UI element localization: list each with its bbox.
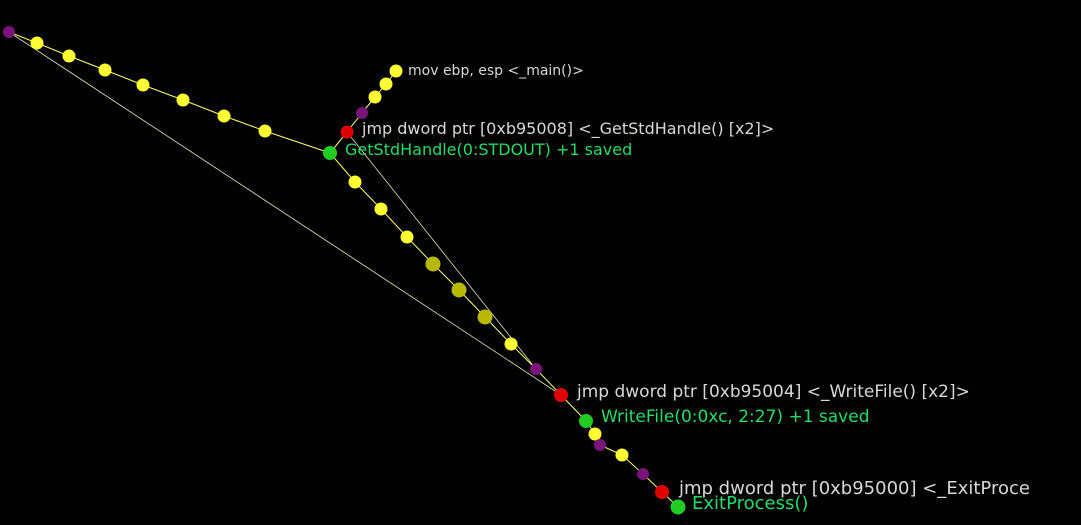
label-jmp-getstdhandle[interactable]: jmp dword ptr [0xb95008] <_GetStdHandle(… (361, 119, 774, 139)
edge-chain (182, 99, 225, 117)
instruction-node-dim[interactable] (477, 309, 493, 325)
api-node-exitprocess[interactable] (670, 499, 686, 515)
instruction-node[interactable] (62, 49, 76, 63)
instruction-node-dim[interactable] (451, 282, 467, 298)
branch-node[interactable] (637, 468, 649, 480)
label-jmp-writefile[interactable]: jmp dword ptr [0xb95004] <_WriteFile() [… (576, 382, 970, 402)
edge-chain (142, 84, 184, 101)
instruction-node[interactable] (389, 64, 403, 78)
edge-chain (264, 130, 331, 154)
edge-chain (104, 69, 144, 86)
jump-node-writefile[interactable] (554, 388, 568, 402)
branch-node[interactable] (594, 439, 606, 451)
edge-layer (8, 31, 679, 508)
branch-node[interactable] (530, 363, 542, 375)
branch-node[interactable] (356, 107, 368, 119)
label-call-getstdhandle[interactable]: GetStdHandle(0:STDOUT) +1 saved (345, 140, 632, 159)
instruction-node[interactable] (368, 90, 382, 104)
label-jmp-exitprocess[interactable]: jmp dword ptr [0xb95000] <_ExitProce (678, 478, 1030, 499)
instruction-node[interactable] (374, 202, 388, 216)
label-call-exitprocess[interactable]: ExitProcess() (692, 493, 808, 514)
api-node-writefile[interactable] (579, 414, 593, 428)
edge-return-long (8, 31, 562, 396)
instruction-node[interactable] (588, 427, 602, 441)
instruction-node[interactable] (348, 175, 362, 189)
instruction-node[interactable] (176, 93, 190, 107)
instruction-node[interactable] (379, 77, 393, 91)
instruction-node[interactable] (98, 63, 112, 77)
instruction-node-dim[interactable] (425, 256, 441, 272)
api-node-getstdhandle[interactable] (323, 146, 337, 160)
jump-node-exitprocess[interactable] (655, 485, 669, 499)
node-layer (3, 26, 686, 515)
label-call-writefile[interactable]: WriteFile(0:0xc, 2:27) +1 saved (601, 407, 870, 427)
instruction-node[interactable] (217, 109, 231, 123)
instruction-node[interactable] (615, 448, 629, 462)
instruction-node[interactable] (400, 230, 414, 244)
instruction-node[interactable] (136, 78, 150, 92)
edge-chain (223, 115, 266, 132)
jump-node-getstdhandle[interactable] (340, 125, 354, 139)
edge-return-getstdhandle (346, 131, 537, 370)
instruction-node[interactable] (258, 124, 272, 138)
instruction-node[interactable] (504, 337, 518, 351)
instruction-node[interactable] (30, 36, 44, 50)
branch-node[interactable] (3, 26, 15, 38)
label-main-entry[interactable]: mov ebp, esp <_main()> (408, 63, 584, 79)
